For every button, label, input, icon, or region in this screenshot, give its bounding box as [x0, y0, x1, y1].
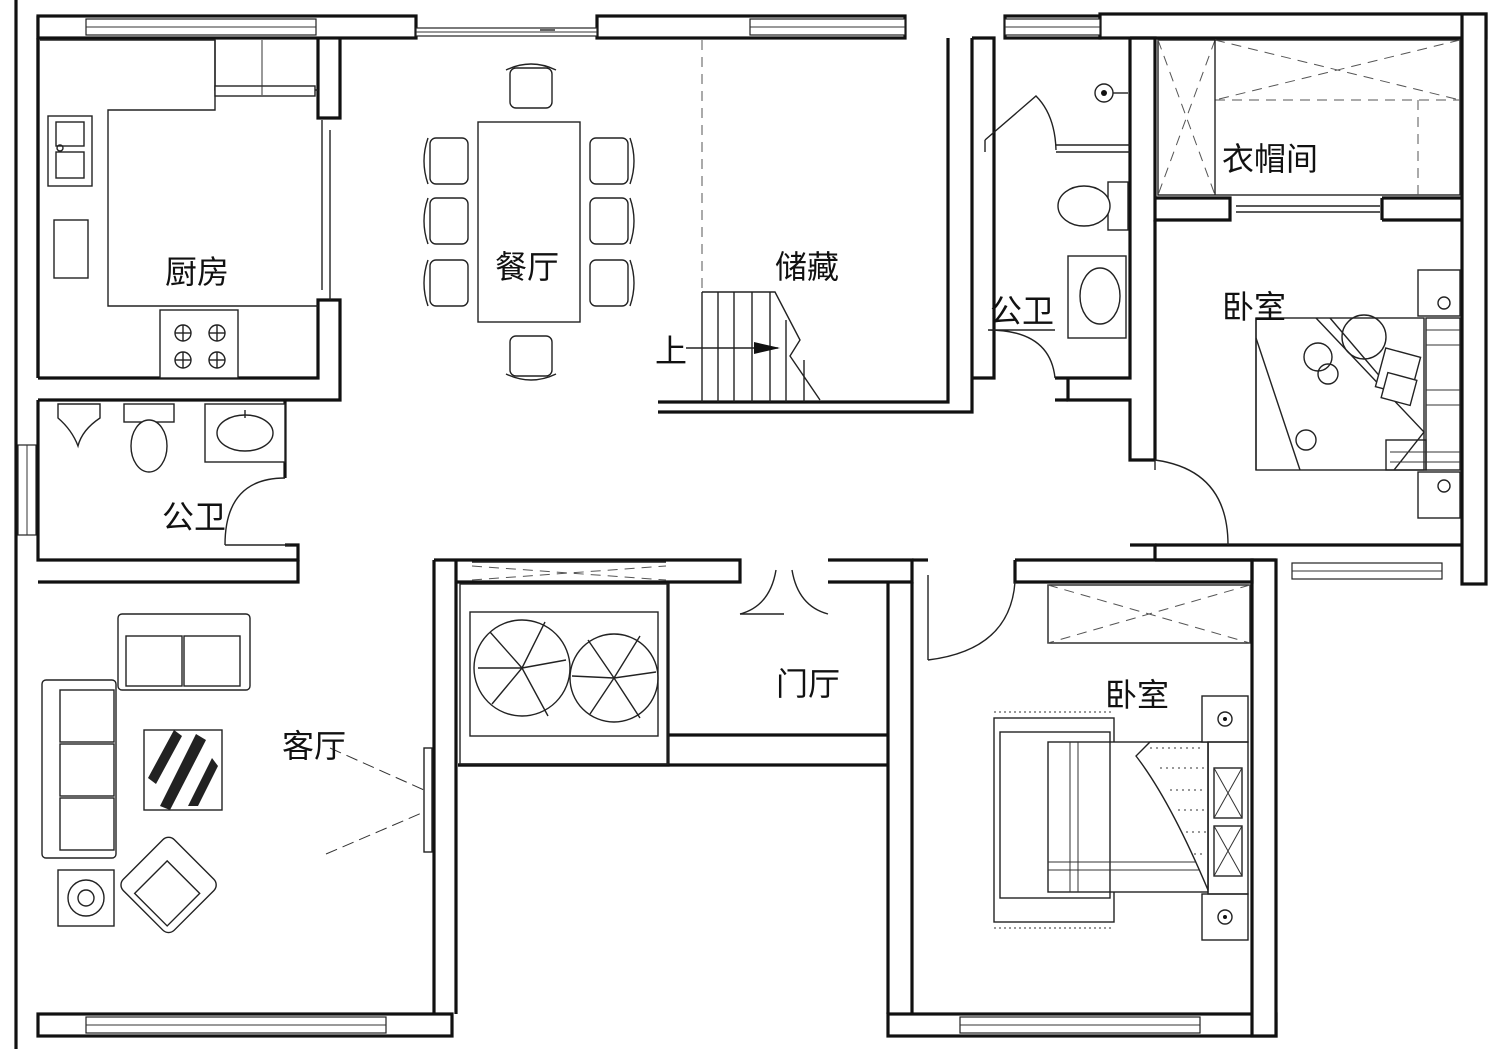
bedroom-top: 卧室 — [1154, 269, 1461, 546]
urinal — [57, 403, 101, 449]
kitchen: 厨房 — [40, 39, 331, 379]
dining-table — [477, 121, 581, 323]
label-storage: 储藏 — [775, 248, 839, 286]
foyer: 门厅 — [459, 561, 840, 765]
tv-unit — [423, 747, 433, 853]
label-foyer: 门厅 — [776, 665, 840, 703]
living-room: 客厅 — [41, 613, 433, 934]
storage: 上 储藏 — [655, 40, 839, 402]
label-closet: 衣帽间 — [1222, 140, 1318, 178]
label-stair-up: 上 — [655, 332, 687, 370]
label-kitchen: 厨房 — [165, 253, 229, 291]
bath-right: 公卫 — [984, 83, 1130, 379]
top-windows — [17, 18, 1443, 1034]
nightstand-top-2 — [1417, 471, 1461, 519]
label-dining: 餐厅 — [495, 248, 559, 286]
plant-icon — [473, 619, 659, 723]
planter — [469, 611, 659, 737]
bedroom-bottom: 卧室 — [927, 575, 1251, 941]
sofa — [41, 679, 117, 859]
dining-chairs — [429, 63, 629, 381]
interior-walls — [36, 36, 1462, 1014]
closet: 衣帽间 — [1157, 39, 1461, 213]
stove — [159, 309, 239, 379]
label-living: 客厅 — [282, 727, 346, 765]
label-bath-left: 公卫 — [162, 498, 226, 536]
toilet-left — [130, 419, 168, 473]
label-bath-right: 公卫 — [990, 292, 1054, 330]
bath-left: 公卫 — [57, 403, 290, 546]
label-bedroom-top: 卧室 — [1222, 288, 1286, 326]
side-table — [57, 869, 115, 927]
label-bedroom-bottom: 卧室 — [1105, 676, 1169, 714]
kitchen-appliance — [53, 219, 89, 279]
dining: 餐厅 — [423, 63, 635, 381]
toilet-right — [1107, 181, 1129, 231]
nightstand-top-1 — [1417, 269, 1461, 317]
armchair — [120, 836, 217, 934]
